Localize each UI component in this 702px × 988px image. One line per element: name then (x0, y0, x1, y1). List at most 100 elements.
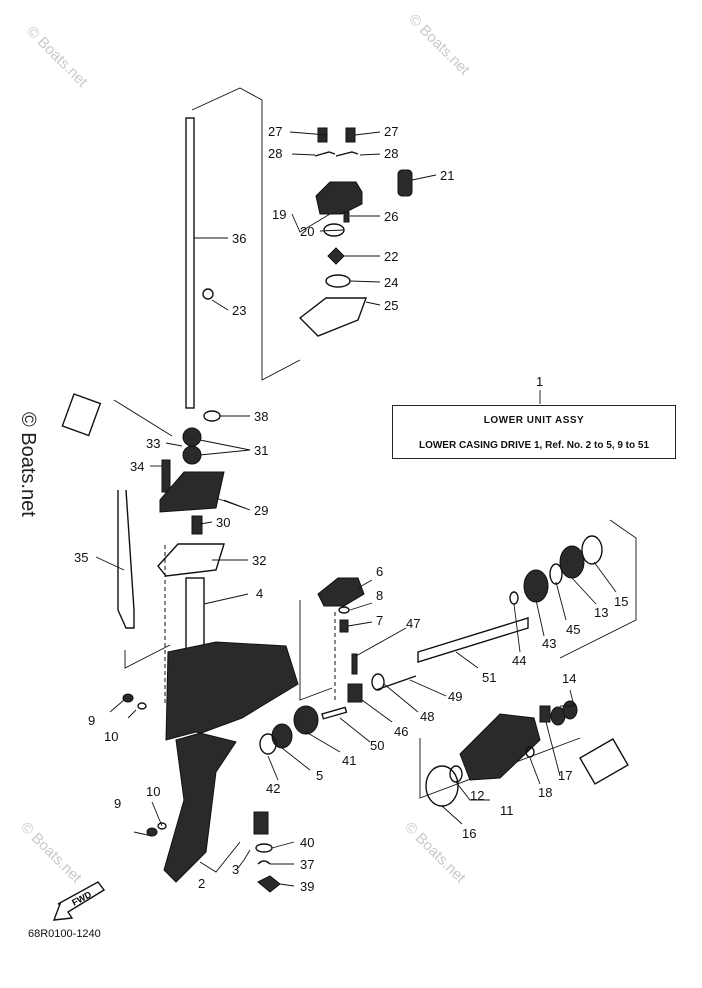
fwd-arrow: FWD (52, 881, 106, 921)
impeller-22 (327, 247, 345, 265)
callout-label: 16 (462, 826, 476, 841)
leader-lines (95, 131, 617, 887)
gasket-32 (157, 543, 225, 577)
shim-38 (203, 410, 221, 422)
propeller-shaft-51 (417, 617, 529, 663)
callout-label: 19 (272, 207, 286, 222)
oil-seal-31-lower (182, 445, 202, 465)
callout-label: 20 (300, 224, 314, 239)
callout-label: 10 (104, 729, 118, 744)
assembly-subtitle: LOWER CASING DRIVE 1, Ref. No. 2 to 5, 9… (418, 440, 650, 451)
callout-label: 2 (198, 876, 205, 891)
bolt-27-right (345, 127, 356, 143)
frame-lines (124, 87, 637, 799)
callout-label: 42 (266, 781, 280, 796)
bearing-5 (271, 723, 293, 749)
callout-label: 18 (538, 785, 552, 800)
callout-label: 50 (370, 738, 384, 753)
pin-50 (321, 706, 348, 720)
bushing-30 (191, 515, 203, 535)
fwd-arrow-icon (52, 881, 106, 921)
callout-label: 48 (420, 709, 434, 724)
lower-casing-2 (163, 641, 299, 883)
callout-label: 1 (536, 374, 543, 389)
callout-label: 46 (394, 724, 408, 739)
assembly-title: LOWER UNIT ASSY (483, 415, 585, 426)
watermark-text: © Boats.net (17, 819, 85, 887)
callout-label: 7 (376, 613, 383, 628)
callout-label: 34 (130, 459, 144, 474)
callout-label: 22 (384, 249, 398, 264)
callout-labels: 27 27 28 28 21 19 26 20 22 24 25 36 23 3… (74, 124, 628, 894)
callout-label: 24 (384, 275, 398, 290)
watermark-side-text: © Boats.net (17, 412, 39, 517)
callout-label: 3 (232, 862, 239, 877)
shim-42 (259, 733, 277, 755)
callout-label: 6 (376, 564, 383, 579)
anode-6 (317, 577, 365, 607)
callout-label: 33 (146, 436, 160, 451)
watermark-text: © Boats.net (401, 819, 469, 887)
clip-28-left (314, 151, 336, 157)
oil-seal-12 (449, 765, 463, 783)
reverse-gear-43 (523, 569, 549, 603)
callout-label: 49 (448, 689, 462, 704)
callout-label: 28 (384, 146, 398, 161)
pipe-4 (185, 577, 205, 651)
pinion-39 (257, 875, 281, 893)
washer-10-lower (157, 822, 167, 830)
watermark-text: © Boats.net (405, 11, 473, 79)
circlip-23 (202, 288, 214, 300)
bolt-9-upper (122, 693, 134, 703)
callout-label: 4 (256, 586, 263, 601)
callout-label: 23 (232, 303, 246, 318)
fwd-label: FWD (70, 889, 93, 908)
callout-label: 21 (440, 168, 454, 183)
propeller-shaft-housing-11 (459, 713, 541, 781)
callout-label: 44 (512, 653, 526, 668)
diagram-code: 68R0100-1240 (28, 928, 101, 940)
assembly-title-box: LOWER UNIT ASSY LOWER CASING DRIVE 1, Re… (392, 405, 676, 459)
bearing-13 (559, 545, 585, 579)
grease-callout-label (579, 738, 629, 785)
circlip-37 (257, 860, 271, 865)
bolt-7 (339, 619, 349, 633)
bushing-3 (253, 811, 269, 835)
callout-label: 35 (74, 550, 88, 565)
bolt-14-b (562, 700, 578, 720)
callout-label: 37 (300, 857, 314, 872)
callout-label: 32 (252, 553, 266, 568)
shim-40 (255, 843, 273, 853)
oil-seal-housing-29 (159, 471, 225, 513)
lower-casing-group (122, 641, 299, 893)
ring-48 (371, 673, 385, 691)
callout-label: 12 (470, 788, 484, 803)
gear-train-group (259, 535, 603, 755)
callout-label: 38 (254, 409, 268, 424)
callout-label: 40 (300, 835, 314, 850)
outer-plate-25 (298, 297, 367, 337)
bolt-34 (161, 459, 171, 493)
clip-28-right (335, 151, 359, 157)
callout-label: 9 (88, 713, 95, 728)
pump-housing-19 (315, 181, 363, 215)
watermark-text: © Boats.net (23, 23, 91, 91)
callout-label: 10 (146, 784, 160, 799)
callout-label: 29 (254, 503, 268, 518)
callout-label: 11 (500, 803, 514, 818)
callout-label: 26 (384, 209, 398, 224)
sealant-callout-label (61, 393, 102, 437)
callout-label: 13 (594, 605, 608, 620)
callout-label: 27 (384, 124, 398, 139)
callout-label: 27 (268, 124, 282, 139)
dog-clutch-46 (347, 683, 363, 703)
washer-8 (338, 606, 350, 614)
pin-26 (343, 211, 350, 223)
drive-shaft-group (117, 117, 225, 651)
shift-rod-35 (117, 489, 135, 629)
callout-label: 43 (542, 636, 556, 651)
tube-21 (397, 169, 413, 197)
callout-label: 45 (566, 622, 580, 637)
callout-label: 39 (300, 879, 314, 894)
callout-label: 31 (254, 443, 268, 458)
